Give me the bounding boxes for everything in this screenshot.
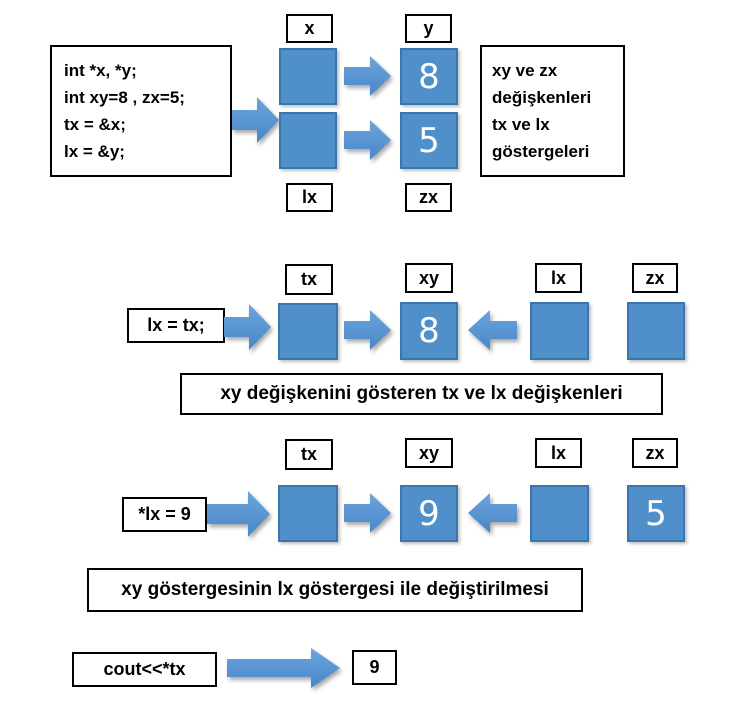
memory-cell-lx: [530, 302, 589, 360]
memory-cell-zx: 5: [627, 485, 685, 542]
var-label-zx: zx: [405, 183, 452, 212]
statement-box: lx = tx;: [127, 308, 225, 343]
var-label-tx: tx: [285, 439, 333, 470]
memory-cell-lx: [279, 112, 337, 169]
code-line: tx = &x;: [64, 115, 126, 134]
arrow-right-icon: [344, 493, 391, 533]
var-label-xy: xy: [405, 438, 453, 468]
memory-cell-zx: [627, 302, 685, 360]
memory-cell-lx: [530, 485, 589, 542]
info-line: göstergeleri: [492, 142, 590, 161]
code-line: int *x, *y;: [64, 61, 137, 80]
var-label-lx: lx: [535, 438, 582, 468]
arrow-right-icon: [344, 120, 391, 160]
arrow-long-right-icon: [227, 648, 340, 688]
result-box: 9: [352, 650, 397, 685]
info-line: xy ve zx: [492, 61, 558, 80]
memory-cell-xy: 9: [400, 485, 458, 542]
var-label-xy: xy: [405, 263, 453, 293]
code-line: lx = &y;: [64, 142, 125, 161]
arrow-right-icon: [344, 310, 391, 350]
memory-cell-xy: 8: [400, 302, 458, 360]
statement-box: cout<<*tx: [72, 652, 217, 687]
arrow-right-icon: [344, 56, 391, 96]
var-label-zx: zx: [632, 438, 678, 468]
code-line: int xy=8 , zx=5;: [64, 88, 185, 107]
arrow-left-icon: [468, 310, 517, 350]
var-label-tx: tx: [285, 264, 333, 295]
arrow-big-right-icon: [232, 97, 279, 143]
arrow-left-icon: [468, 493, 517, 533]
memory-cell-zx: 5: [400, 112, 458, 169]
memory-cell-x: [279, 48, 337, 105]
code-box: int *x, *y; int xy=8 , zx=5; tx = &x; lx…: [50, 45, 232, 177]
var-label-lx: lx: [535, 263, 582, 293]
var-label-lx: lx: [286, 183, 333, 212]
var-label-zx: zx: [632, 263, 678, 293]
caption-box: xy değişkenini gösteren tx ve lx değişke…: [180, 373, 663, 415]
var-label-y: y: [405, 14, 452, 43]
var-label-x: x: [286, 14, 333, 43]
arrow-big-right-icon: [224, 304, 271, 350]
arrow-big-right-icon: [207, 491, 270, 537]
info-box: xy ve zx değişkenleri tx ve lx göstergel…: [480, 45, 625, 177]
info-line: tx ve lx: [492, 115, 550, 134]
memory-cell-y: 8: [400, 48, 458, 105]
caption-box: xy göstergesinin lx göstergesi ile değiş…: [87, 568, 583, 612]
memory-cell-tx: [278, 303, 338, 360]
info-line: değişkenleri: [492, 88, 592, 107]
statement-box: *lx = 9: [122, 497, 207, 532]
memory-cell-tx: [278, 485, 338, 542]
